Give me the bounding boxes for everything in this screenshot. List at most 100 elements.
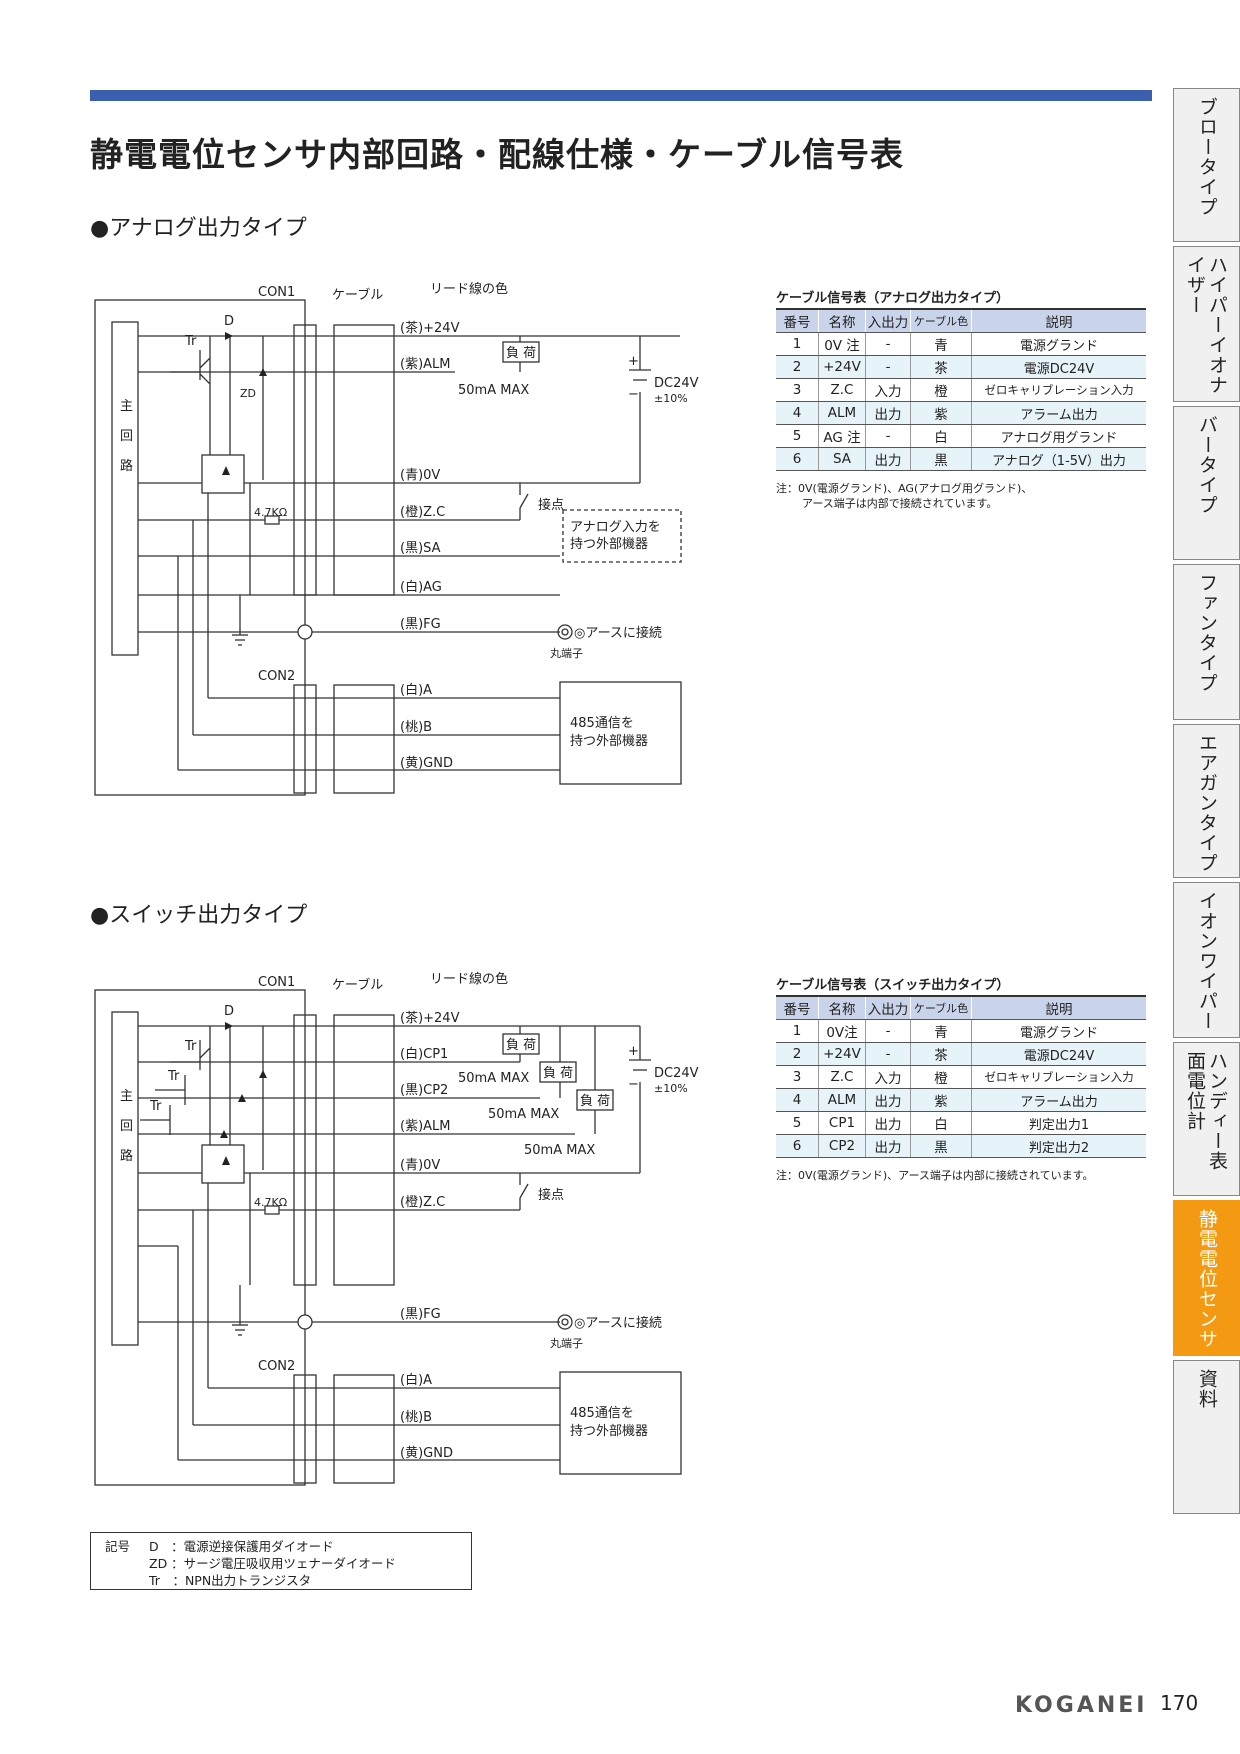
cable-label: ケーブル <box>332 287 383 303</box>
switch-wiring-diagram: CON1 CON2 ケーブル リード線の色 主 回 路 D Tr Tr Tr 4… <box>94 971 699 1486</box>
column-header: 説明 <box>971 995 1146 1020</box>
diode-d-symbol <box>225 1022 233 1030</box>
table-cell: 出力 <box>865 1088 911 1112</box>
section-analog-heading: ●アナログ出力タイプ <box>90 216 307 241</box>
analog-wiring-diagram: CON1 CON2 ケーブル リード線の色 主 回 路 D Tr ZD 4.7K… <box>94 281 699 796</box>
table-cell: 電源DC24V <box>971 1042 1146 1066</box>
cable-block-2 <box>333 1374 395 1484</box>
column-header: 番号 <box>776 995 819 1020</box>
column-header: 入出力 <box>865 308 911 333</box>
legend-tr: Tr ：NPN出力トランジスタ <box>149 1573 312 1588</box>
switch-signal-table: 番号 名称 入出力 ケーブル色 説明 1 0V注 - 青 電源グランド 2 +2… <box>776 995 1146 1158</box>
wire-label: (茶)+24V <box>400 320 460 336</box>
zener-diode-symbol <box>259 1070 267 1078</box>
con2-label: CON2 <box>258 1359 295 1374</box>
table-cell: 判定出力2 <box>971 1134 1146 1158</box>
table-cell: - <box>865 424 911 448</box>
table-row: 6 CP2 出力 黒 判定出力2 <box>776 1134 1146 1158</box>
side-tab-blow-type[interactable]: ブロータイプ <box>1173 88 1240 242</box>
side-tab-handy-surface-meter[interactable]: ハンディー表面電位計 <box>1173 1042 1240 1196</box>
diode-d-symbol <box>225 332 233 340</box>
load-label: 負 荷 <box>543 1066 573 1081</box>
side-tab-electrostatic-sensor[interactable]: 静電電位センサ <box>1173 1200 1240 1356</box>
resistor-label: 4.7KΩ <box>254 1196 287 1209</box>
side-tab-label: ハイパーイオナイザー <box>1184 255 1228 395</box>
side-tab-air-gun-type[interactable]: エアガンタイプ <box>1173 724 1240 878</box>
analog-device-label-1: アナログ入力を <box>570 520 661 535</box>
wire-label: (黒)SA <box>400 541 441 556</box>
rs485-device-label-2: 持つ外部機器 <box>570 1424 648 1439</box>
brand-logo: KOGANEI <box>1015 1693 1148 1718</box>
wire-label: (紫)ALM <box>400 1119 451 1134</box>
lead-color-label: リード線の色 <box>430 971 508 987</box>
side-tab-label: 資料 <box>1196 1369 1218 1409</box>
contact-label: 接点 <box>538 1187 564 1203</box>
diode-label: D <box>224 314 234 329</box>
switch-table-note: 注：0V(電源グランド)、アース端子は内部に接続されています。 <box>776 1169 1094 1182</box>
load-label: 負 荷 <box>506 346 536 361</box>
table-cell: 橙 <box>910 1065 972 1089</box>
minus-label: − <box>628 387 639 402</box>
table-cell: 出力 <box>865 1134 911 1158</box>
column-header: 名称 <box>818 995 866 1020</box>
wire-label: (黒)CP2 <box>400 1083 448 1098</box>
round-terminal-label: 丸端子 <box>550 1337 583 1350</box>
title-rule <box>90 90 1152 101</box>
table-cell: 判定出力1 <box>971 1111 1146 1135</box>
side-tab-fan-type[interactable]: ファンタイプ <box>1173 564 1240 720</box>
load-current-label: 50mA MAX <box>524 1143 595 1158</box>
table-row: 4 ALM 出力 紫 アラーム出力 <box>776 1088 1146 1112</box>
table-cell: 6 <box>776 447 819 471</box>
rs485-device-label-1: 485通信を <box>570 1406 634 1421</box>
symbol-legend: 記号 D ：電源逆接保護用ダイオード ZD ：サージ電圧吸収用ツェナーダイオード… <box>90 1532 472 1590</box>
table-cell: 2 <box>776 1042 819 1066</box>
table-cell: 5 <box>776 424 819 448</box>
table-row: 4 ALM 出力 紫 アラーム出力 <box>776 401 1146 425</box>
main-circuit-char-1: 主 <box>120 1089 133 1104</box>
side-tab-label: エアガンタイプ <box>1196 733 1218 873</box>
lead-color-label: リード線の色 <box>430 281 508 297</box>
table-cell: CP1 <box>818 1111 866 1135</box>
con2-connector <box>293 1374 317 1484</box>
wire-label: (茶)+24V <box>400 1010 460 1026</box>
main-circuit-char-3: 路 <box>120 458 133 474</box>
sensor-housing <box>94 989 306 1486</box>
analog-signal-table: 番号 名称 入出力 ケーブル色 説明 1 0V 注 - 青 電源グランド 2 +… <box>776 308 1146 471</box>
load-label: 負 荷 <box>506 1038 536 1053</box>
side-tab-hyper-ionizer[interactable]: ハイパーイオナイザー <box>1173 246 1240 402</box>
wire-label: (黒)FG <box>400 617 441 632</box>
round-terminal-label: 丸端子 <box>550 647 583 660</box>
cable-block-1 <box>333 324 395 596</box>
side-tab-ion-wiper[interactable]: イオンワイパー <box>1173 882 1240 1038</box>
legend-d: D ：電源逆接保護用ダイオード <box>149 1539 334 1554</box>
table-cell: アラーム出力 <box>971 401 1146 425</box>
column-header: ケーブル色 <box>910 308 972 333</box>
wire-label: (白)AG <box>400 579 442 595</box>
side-tab-label: 静電電位センサ <box>1196 1209 1218 1349</box>
tolerance-label: ±10% <box>654 392 688 405</box>
table-cell: 紫 <box>910 401 972 425</box>
table-cell: 白 <box>910 424 972 448</box>
load-current-label: 50mA MAX <box>458 1071 529 1086</box>
table-cell: AG 注 <box>818 424 866 448</box>
side-tab-label: バータイプ <box>1196 415 1218 515</box>
side-tab-reference[interactable]: 資料 <box>1173 1360 1240 1514</box>
table-cell: 4 <box>776 401 819 425</box>
table-cell: 白 <box>910 1111 972 1135</box>
side-tab-bar-type[interactable]: バータイプ <box>1173 406 1240 560</box>
table-cell: 3 <box>776 1065 819 1089</box>
wire-label: (白)A <box>400 1372 432 1388</box>
transistor-label: Tr <box>184 1039 197 1054</box>
main-circuit-char-1: 主 <box>120 399 133 414</box>
table-row: 1 0V 注 - 青 電源グランド <box>776 332 1146 356</box>
table-cell: 茶 <box>910 1042 972 1066</box>
table-cell: 黒 <box>910 447 972 471</box>
table-row: 3 Z.C 入力 橙 ゼロキャリブレーション入力 <box>776 1065 1146 1089</box>
wire-label: (橙)Z.C <box>400 505 445 520</box>
main-circuit-char-3: 路 <box>120 1148 133 1164</box>
table-cell: 青 <box>910 332 972 356</box>
side-tab-label: ブロータイプ <box>1196 97 1218 217</box>
analog-table-caption: ケーブル信号表（アナログ出力タイプ） <box>776 291 1009 306</box>
diode-label: D <box>224 1004 234 1019</box>
column-header: 名称 <box>818 308 866 333</box>
